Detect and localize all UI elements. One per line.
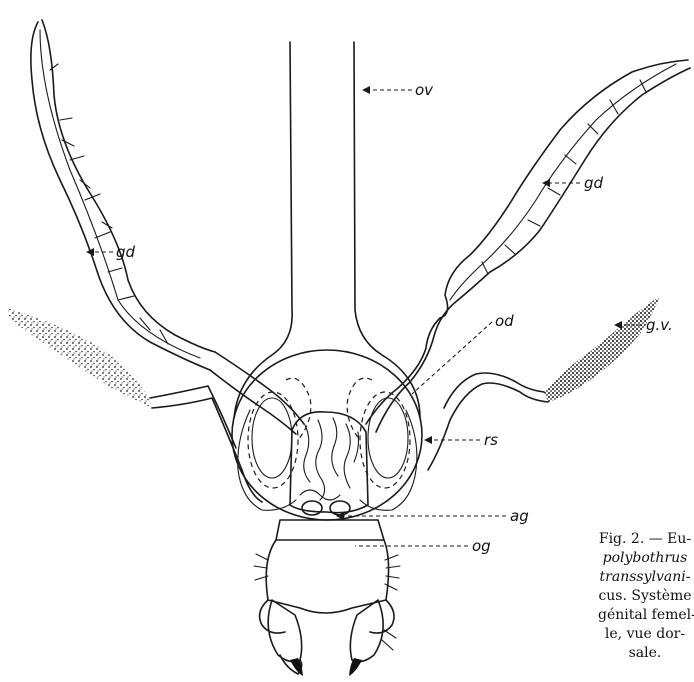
right-gland-gd xyxy=(440,60,690,318)
caption-line-5: génital femel- xyxy=(598,606,692,625)
right-ventral-gland xyxy=(428,296,660,470)
right-gonopod-claw xyxy=(254,554,400,676)
caption-line-1: Fig. 2. — Eu- xyxy=(598,530,692,549)
receptaculum-seminis xyxy=(232,350,422,520)
left-gonopod-claw xyxy=(268,600,303,676)
accessory-gland xyxy=(290,412,368,515)
label-ov: ov xyxy=(415,81,434,99)
figure-caption: Fig. 2. — Eu- polybothrus transsylvani- … xyxy=(598,530,692,663)
caption-line-6: le, vue dor- xyxy=(598,625,692,644)
caption-line-4: cus. Système xyxy=(598,587,692,606)
label-og: og xyxy=(472,537,491,555)
label-gd-left: gd xyxy=(116,243,136,261)
caption-line-7: sale. xyxy=(598,644,692,663)
label-od: od xyxy=(495,312,514,330)
left-ventral-gland xyxy=(8,308,262,502)
oviduct-branches xyxy=(210,300,458,510)
label-gv: g.v. xyxy=(646,316,673,334)
oviduct-tube xyxy=(234,42,420,418)
caption-line-2: polybothrus xyxy=(598,549,692,568)
label-leaders xyxy=(86,86,642,546)
genital-segment xyxy=(260,520,394,633)
label-ag: ag xyxy=(510,507,529,525)
label-gd-right: gd xyxy=(584,174,604,192)
caption-line-3: transsylvani- xyxy=(598,568,692,587)
left-gland-gd xyxy=(31,20,215,370)
label-rs: rs xyxy=(484,431,498,449)
